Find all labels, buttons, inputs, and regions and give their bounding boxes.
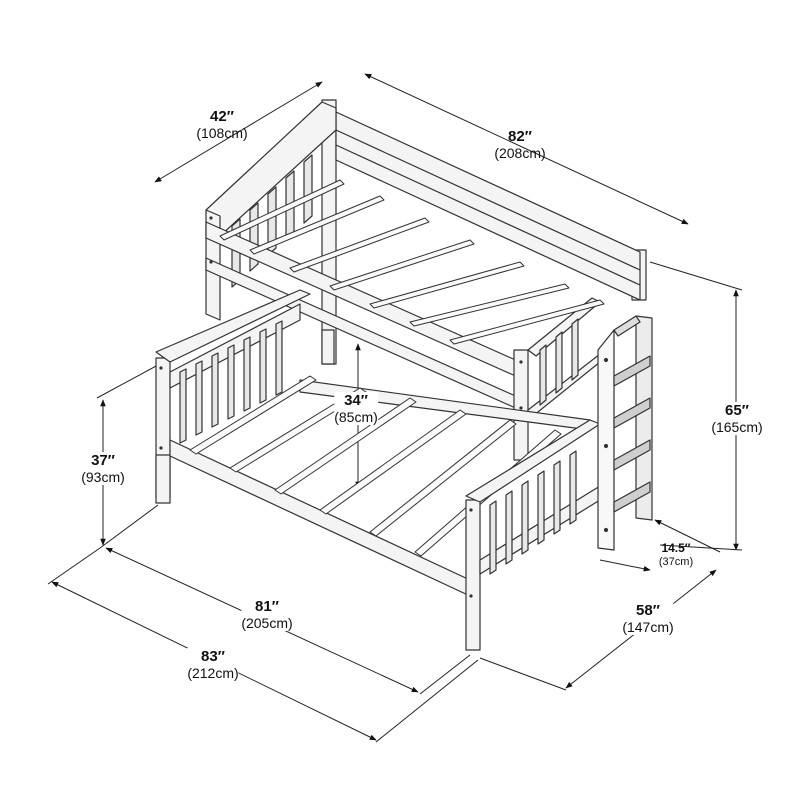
dimension-top-width: 42″ (108cm) (196, 108, 247, 141)
dimension-cm: (108cm) (196, 125, 248, 142)
dimension-clearance: 34″ (85cm) (334, 392, 378, 426)
bottom-footboard-post (465, 499, 481, 651)
dimension-cm: (208cm) (494, 145, 546, 162)
dimension-cm: (85cm) (334, 409, 378, 426)
dimension-overall-length: 83″ (212cm) (187, 648, 239, 682)
dimension-bottom-height: 37″ (93cm) (81, 452, 125, 486)
dimension-cm: (205cm) (241, 615, 293, 632)
dimension-top-length: 82″ (208cm) (494, 128, 545, 161)
dimension-cm: (165cm) (711, 419, 763, 436)
dimension-total-height: 65″ (165cm) (711, 402, 763, 436)
dimension-cm: (212cm) (187, 665, 239, 682)
dimension-inches: 83″ (201, 648, 225, 665)
dimension-inches: 65″ (725, 402, 749, 419)
dimension-bottom-length: 81″ (205cm) (241, 598, 293, 632)
dimension-cm: (147cm) (622, 619, 674, 636)
top-platform-slats (219, 179, 605, 345)
dimension-inches: 42″ (210, 108, 234, 125)
dimension-inches: 14.5″ (661, 541, 691, 555)
ladder (597, 315, 653, 551)
dimension-ladder-depth: 14.5″ (37cm) (658, 541, 694, 568)
dimension-inches: 37″ (91, 452, 115, 469)
dimension-inches: 81″ (255, 598, 279, 615)
dimension-bottom-width: 58″ (147cm) (622, 602, 674, 636)
dimension-inches: 34″ (344, 392, 368, 409)
dimension-inches: 82″ (508, 128, 532, 145)
dimension-inches: 58″ (636, 602, 660, 619)
dimension-cm: (37cm) (658, 555, 694, 568)
dimension-cm: (93cm) (81, 469, 125, 486)
bed-frame (155, 99, 653, 651)
